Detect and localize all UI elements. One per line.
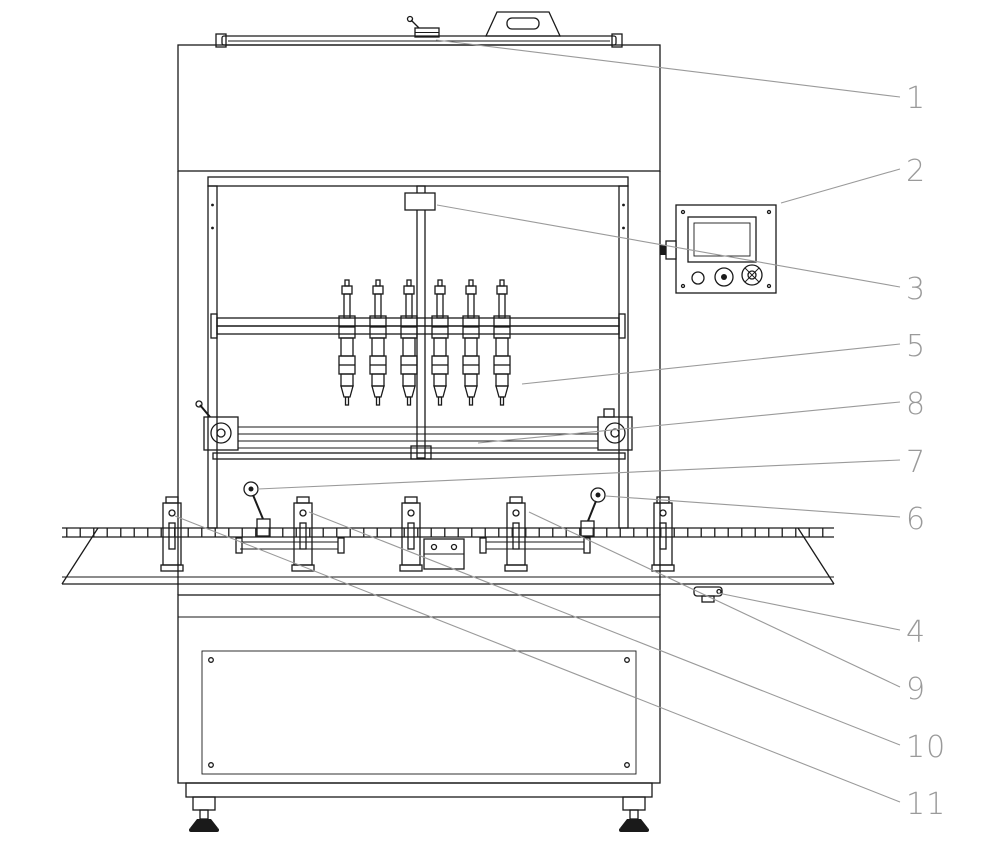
filling-nozzle xyxy=(369,279,387,406)
leg-right xyxy=(622,796,646,811)
filling-nozzle xyxy=(493,279,511,406)
bottle-clamp xyxy=(504,496,528,572)
drive-housing-right xyxy=(597,416,633,451)
cabinet-body xyxy=(177,594,661,784)
foot-right xyxy=(619,809,649,832)
foot-left xyxy=(189,809,219,832)
lower-cross-bar xyxy=(212,452,626,460)
leg-left xyxy=(192,796,216,811)
belt-end-right xyxy=(797,527,835,585)
callout-label-7: 7 xyxy=(906,445,926,480)
center-column xyxy=(404,185,436,460)
bottle-clamp xyxy=(160,496,184,572)
callout-leader-1 xyxy=(435,39,901,98)
drive-housing-left xyxy=(203,416,239,451)
nozzle-rail xyxy=(210,313,626,339)
callout-label-5: 5 xyxy=(906,329,926,364)
callout-label-8: 8 xyxy=(906,387,926,422)
cabinet-door xyxy=(201,650,637,775)
cover-clamp xyxy=(406,15,440,38)
panel-connector xyxy=(665,240,677,260)
sensor-box xyxy=(404,192,436,211)
filling-nozzle xyxy=(462,279,480,406)
tension-lever xyxy=(199,404,211,418)
callout-label-6: 6 xyxy=(906,502,926,537)
callout-label-10: 10 xyxy=(906,730,946,765)
conveyor-belt xyxy=(61,527,835,585)
callout-label-9: 9 xyxy=(906,672,926,707)
callout-label-3: 3 xyxy=(906,272,926,307)
control-panel xyxy=(660,204,777,294)
panel-button xyxy=(714,267,734,287)
callout-label-2: 2 xyxy=(906,154,926,189)
lid-end-cap-right xyxy=(611,33,623,48)
base-band xyxy=(185,782,653,798)
frame-post-left xyxy=(207,185,218,529)
callout-label-4: 4 xyxy=(906,615,926,650)
leveling-feet xyxy=(185,782,653,832)
belt-end-left xyxy=(61,527,99,585)
top-cover xyxy=(215,11,623,48)
lid-end-cap-left xyxy=(215,33,227,48)
hmi-screen xyxy=(687,216,757,263)
filling-nozzle xyxy=(338,279,356,406)
callouts: 1 2 3 5 8 7 6 4 9 10 11 xyxy=(174,39,946,822)
panel-button xyxy=(691,271,705,285)
filling-nozzle xyxy=(431,279,449,406)
cabinet xyxy=(177,594,661,784)
callout-leader-5 xyxy=(521,343,901,385)
belt-sensor xyxy=(693,586,723,603)
machine-hood xyxy=(177,44,661,172)
callout-leader-8 xyxy=(477,401,901,444)
bottle-clamp xyxy=(399,496,423,572)
callout-leader-11 xyxy=(174,515,901,803)
bottle-clamp xyxy=(291,496,315,572)
callout-leader-4 xyxy=(717,592,901,631)
callout-label-11: 11 xyxy=(906,787,946,822)
lid-handle xyxy=(484,11,562,37)
callout-leader-2 xyxy=(780,168,901,204)
callout-leader-6 xyxy=(605,495,901,518)
callout-leader-10 xyxy=(308,511,901,746)
callout-label-1: 1 xyxy=(906,81,926,116)
conveyor-drive xyxy=(195,400,633,460)
panel-knob xyxy=(741,264,763,286)
machine-frame xyxy=(177,171,661,595)
bottle-clamp xyxy=(651,496,675,572)
frame-top-rail xyxy=(207,176,629,187)
callout-leader-7 xyxy=(257,459,901,490)
guide-rails xyxy=(235,537,591,570)
filling-nozzle xyxy=(400,279,418,406)
center-mount-plate xyxy=(423,538,465,570)
callout-leader-3 xyxy=(436,204,901,288)
callout-leader-9 xyxy=(528,511,901,688)
